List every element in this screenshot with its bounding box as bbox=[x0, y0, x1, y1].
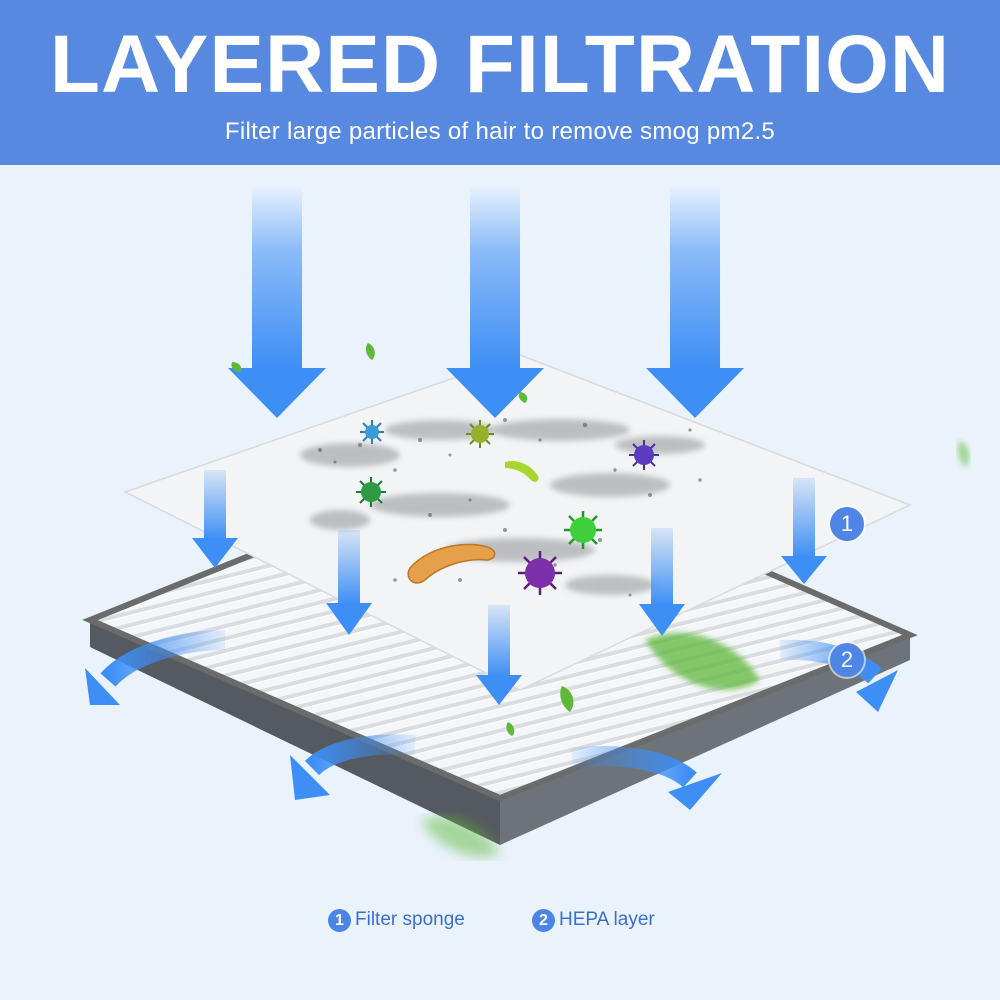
layer-badge-2: 2 bbox=[830, 643, 864, 677]
hepa-frame-front-left bbox=[90, 620, 500, 845]
legend-label: HEPA layer bbox=[559, 909, 655, 930]
page-title: LAYERED FILTRATION bbox=[49, 19, 951, 110]
leaf-icon bbox=[560, 686, 574, 712]
curved-arrow-icon bbox=[290, 734, 416, 800]
leaf-icon bbox=[645, 632, 760, 690]
virus-icon bbox=[564, 511, 602, 549]
airflow-arrow-icon bbox=[446, 185, 544, 418]
legend-number: 1 bbox=[328, 908, 351, 932]
layer-badge-1: 1 bbox=[830, 507, 864, 541]
leaf-icon bbox=[231, 362, 242, 372]
virus-icon bbox=[356, 477, 386, 507]
curved-arrow-icon bbox=[85, 630, 226, 705]
leaf-icon bbox=[365, 343, 375, 360]
hepa-frame-front-right bbox=[500, 635, 910, 845]
leaf-icon bbox=[420, 816, 500, 857]
airflow-arrow-icon bbox=[476, 605, 522, 705]
leaf-icon bbox=[506, 722, 515, 736]
legend-number: 2 bbox=[532, 908, 555, 932]
header-banner: LAYERED FILTRATION Filter large particle… bbox=[0, 0, 1000, 165]
legend-item-hepa: 2 HEPA layer bbox=[532, 906, 655, 934]
bacteria-icon bbox=[505, 460, 539, 482]
leaf-icon bbox=[957, 440, 970, 468]
page-subtitle: Filter large particles of hair to remove… bbox=[224, 118, 776, 145]
dust-specks bbox=[318, 418, 702, 597]
curved-arrow-icon bbox=[570, 746, 722, 810]
virus-icon bbox=[466, 420, 494, 448]
virus-icon bbox=[629, 440, 659, 470]
bacteria-icon bbox=[407, 543, 496, 584]
airflow-arrow-icon bbox=[639, 528, 685, 636]
sponge-sheet bbox=[123, 354, 912, 691]
virus-icon bbox=[360, 420, 384, 444]
legend-label: Filter sponge bbox=[355, 909, 465, 930]
virus-icon bbox=[518, 551, 562, 595]
leaf-icon bbox=[518, 392, 528, 403]
airflow-arrow-icon bbox=[781, 478, 827, 584]
airflow-arrow-icon bbox=[326, 530, 372, 635]
leaves bbox=[231, 343, 970, 857]
airflow-arrow-icon bbox=[646, 185, 744, 418]
airflow-arrow-icon bbox=[228, 185, 326, 418]
airflow-arrow-icon bbox=[192, 470, 238, 568]
legend-item-sponge: 1 Filter sponge bbox=[328, 906, 465, 934]
